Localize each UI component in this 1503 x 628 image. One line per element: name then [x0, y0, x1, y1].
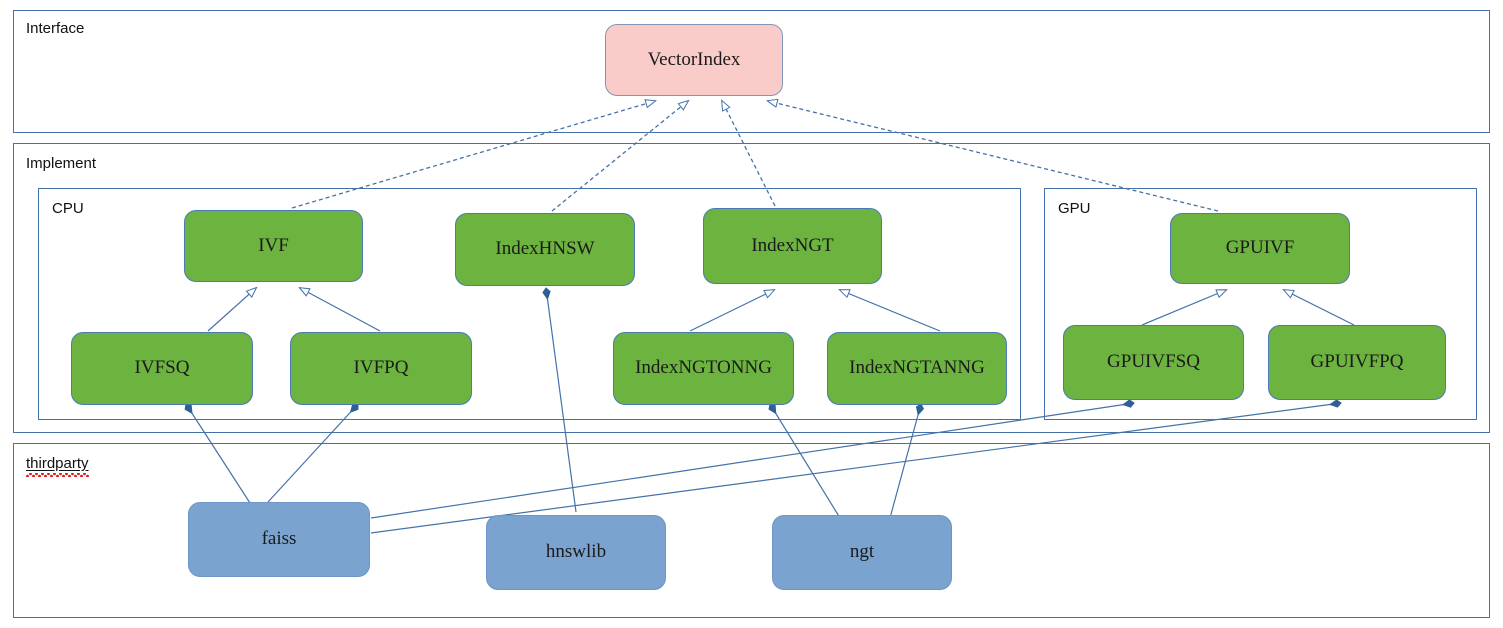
- node-gpuivfsq[interactable]: GPUIVFSQ: [1063, 325, 1244, 400]
- group-implement-label: Implement: [26, 155, 97, 172]
- node-indexngt[interactable]: IndexNGT: [703, 208, 882, 284]
- node-faiss[interactable]: faiss: [188, 502, 370, 577]
- node-gpuivfpq[interactable]: GPUIVFPQ: [1268, 325, 1446, 400]
- group-gpu-label: GPU: [1058, 200, 1091, 217]
- group-thirdparty-label: thirdparty: [26, 455, 89, 477]
- group-interface-label: Interface: [26, 20, 85, 37]
- node-ivfsq[interactable]: IVFSQ: [71, 332, 253, 405]
- node-ivf[interactable]: IVF: [184, 210, 363, 282]
- group-cpu-label: CPU: [52, 200, 84, 217]
- node-ngt[interactable]: ngt: [772, 515, 952, 590]
- node-indexngtanng[interactable]: IndexNGTANNG: [827, 332, 1007, 405]
- node-indexhnsw[interactable]: IndexHNSW: [455, 213, 635, 286]
- node-gpuivf[interactable]: GPUIVF: [1170, 213, 1350, 284]
- node-indexngtonng[interactable]: IndexNGTONNG: [613, 332, 794, 405]
- node-ivfpq[interactable]: IVFPQ: [290, 332, 472, 405]
- node-vectorindex[interactable]: VectorIndex: [605, 24, 783, 96]
- node-hnswlib[interactable]: hnswlib: [486, 515, 666, 590]
